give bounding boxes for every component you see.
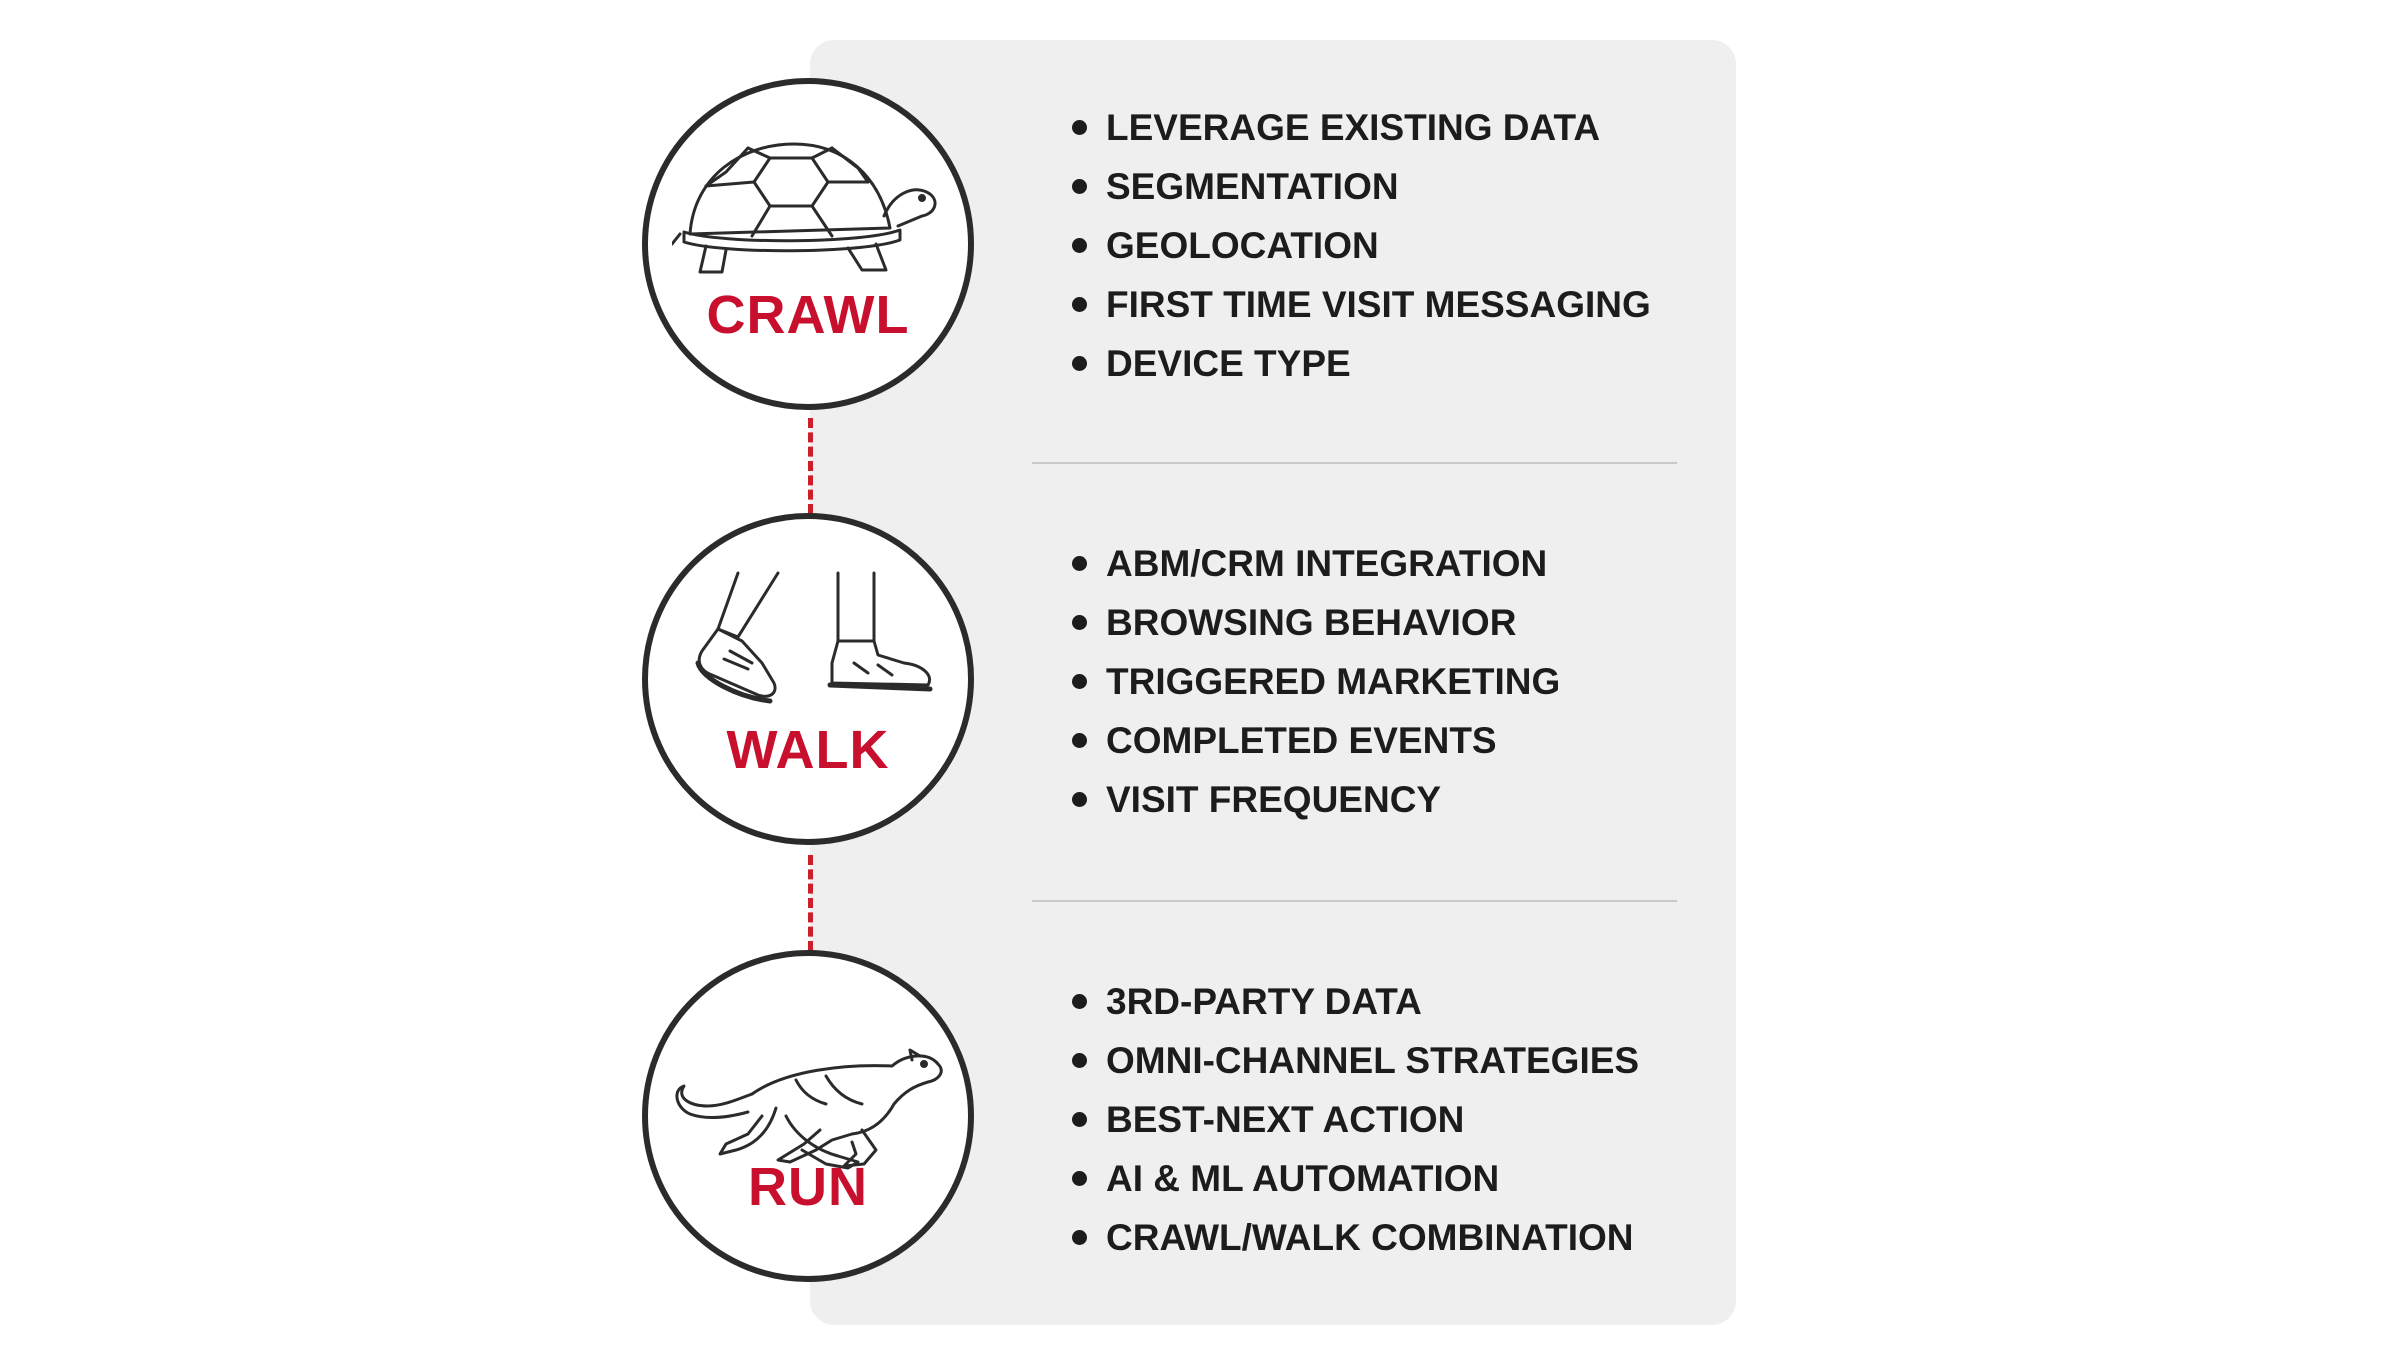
list-item: BROWSING BEHAVIOR [1072,593,1560,652]
crawl-tactics-list: LEVERAGE EXISTING DATA SEGMENTATION GEOL… [1072,98,1651,393]
list-item: TRIGGERED MARKETING [1072,652,1560,711]
stage-connector [808,855,813,951]
list-item: LEVERAGE EXISTING DATA [1072,98,1651,157]
bullet-dot [1072,615,1087,630]
stage-run: RUN [642,950,974,1282]
bullet-dot [1072,238,1087,253]
bullet-dot [1072,356,1087,371]
list-item: DEVICE TYPE [1072,334,1651,393]
bullet-dot [1072,733,1087,748]
stage-walk: WALK [642,513,974,845]
bullet-dot [1072,1112,1087,1127]
bullet-dot [1072,1171,1087,1186]
bullet-dot [1072,674,1087,689]
bullet-dot [1072,792,1087,807]
list-item: COMPLETED EVENTS [1072,711,1560,770]
list-item: BEST-NEXT ACTION [1072,1090,1639,1149]
list-item: VISIT FREQUENCY [1072,770,1560,829]
bullet-dot [1072,297,1087,312]
stage-label: CRAWL [706,285,910,345]
list-item: FIRST TIME VISIT MESSAGING [1072,275,1651,334]
section-divider [1032,462,1677,464]
walking-feet-icon [695,571,933,704]
section-divider [1032,900,1677,902]
turtle-icon [672,142,937,274]
list-item: SEGMENTATION [1072,157,1651,216]
list-item: 3RD-PARTY DATA [1072,972,1639,1031]
bullet-dot [1072,556,1087,571]
stage-label: RUN [748,1157,868,1217]
list-item: ABM/CRM INTEGRATION [1072,534,1560,593]
list-item: OMNI-CHANNEL STRATEGIES [1072,1031,1639,1090]
walk-tactics-list: ABM/CRM INTEGRATION BROWSING BEHAVIOR TR… [1072,534,1560,829]
bullet-dot [1072,120,1087,135]
bullet-dot [1072,1230,1087,1245]
stage-connector [808,418,813,514]
run-tactics-list: 3RD-PARTY DATA OMNI-CHANNEL STRATEGIES B… [1072,972,1639,1267]
list-item: AI & ML AUTOMATION [1072,1149,1639,1208]
list-item: GEOLOCATION [1072,216,1651,275]
stage-label: WALK [726,720,890,780]
bullet-dot [1072,994,1087,1009]
list-item: CRAWL/WALK COMBINATION [1072,1208,1639,1267]
stage-crawl: CRAWL [642,78,974,410]
bullet-dot [1072,179,1087,194]
cheetah-icon [675,1048,943,1170]
bullet-dot [1072,1053,1087,1068]
